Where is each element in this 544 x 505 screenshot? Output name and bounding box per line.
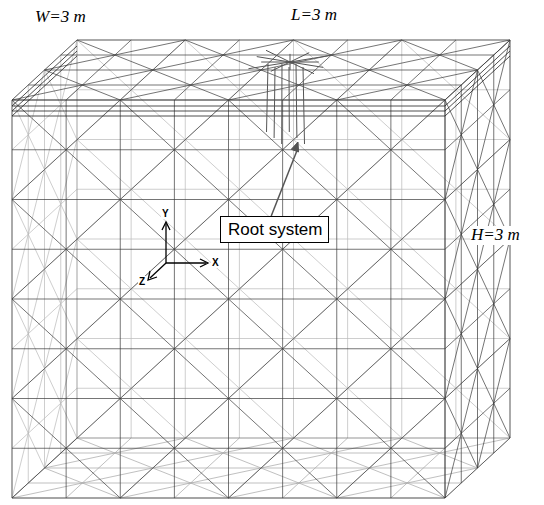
root-system-drawing [248, 50, 331, 144]
coordinate-axes [148, 222, 208, 280]
axis-label: X [211, 257, 220, 268]
dimension-label: W=3 m [34, 8, 87, 27]
top-face-mesh [12, 40, 510, 100]
top-layer-lines [12, 46, 510, 116]
leader-line [271, 148, 298, 216]
callout-box: Root system [220, 216, 329, 243]
right-face-mesh [445, 40, 510, 498]
bottom-face-mesh [12, 438, 510, 498]
left-face-mesh [12, 40, 77, 498]
leader-arrowhead [291, 142, 298, 152]
front-face-mesh [12, 100, 445, 498]
axis-label: Y [161, 208, 170, 219]
dimension-label: L=3 m [290, 6, 338, 25]
axis-label: Z [138, 276, 146, 287]
callout-text: Root system [228, 221, 321, 240]
dimension-label: H=3 m [470, 226, 521, 245]
